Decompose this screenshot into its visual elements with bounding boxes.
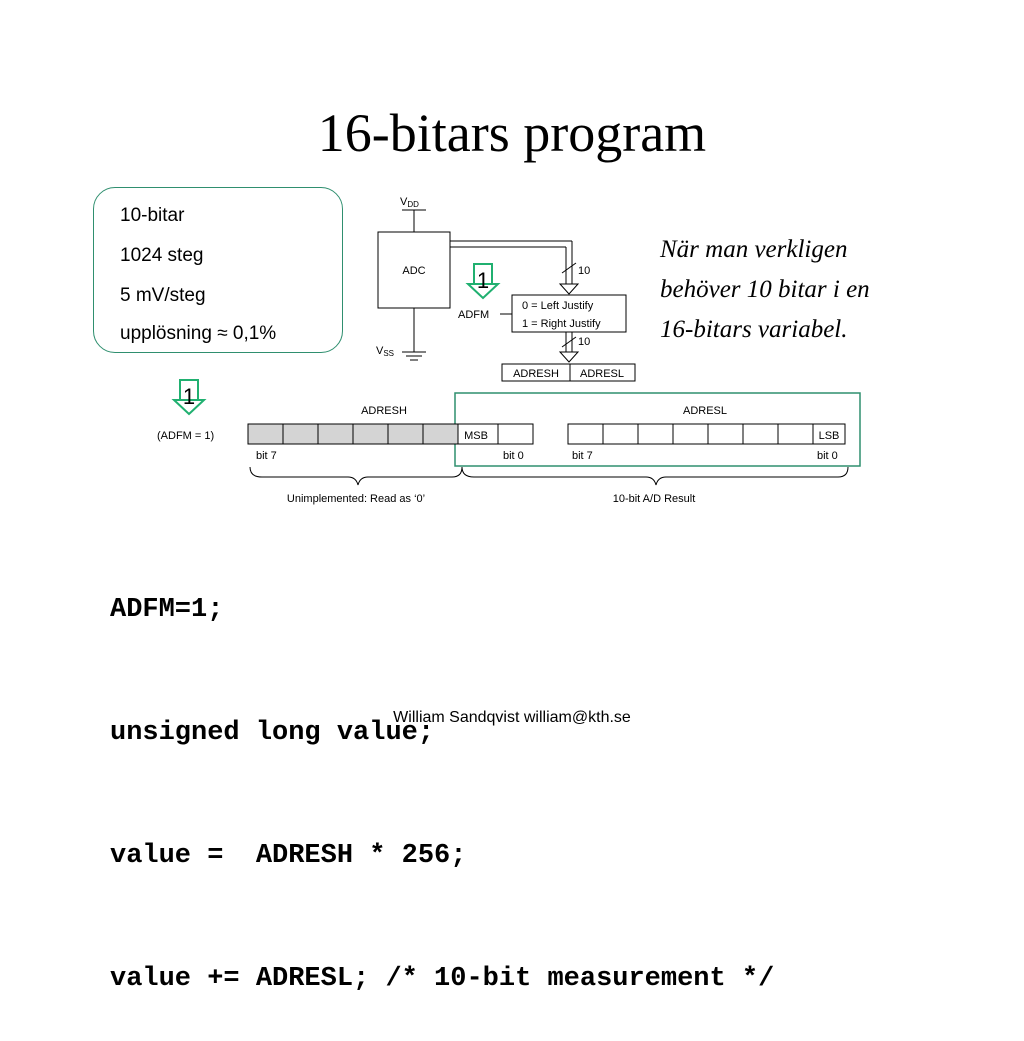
adc-diagram: VDD ADC VSS 10 0 = Left Justify 1 = Righ…	[157, 196, 861, 505]
code-block: ADFM=1; unsigned long value; value = ADR…	[110, 508, 774, 1041]
marker-bottom-number: 1	[183, 384, 195, 409]
lsb-label: LSB	[819, 430, 840, 442]
spec-resolution-percent: upplösning ≈ 0,1%	[120, 323, 277, 344]
vdd-label: VDD	[400, 196, 419, 209]
adresh-bits	[247, 423, 534, 445]
adresl-bit0-label: bit 0	[817, 450, 838, 462]
bus-width-1: 10	[578, 265, 590, 277]
footer-author: William Sandqvist william@kth.se	[393, 709, 631, 726]
adresl-register	[569, 363, 636, 382]
adfm-mode-label: (ADFM = 1)	[157, 430, 214, 442]
vss-label: VSS	[376, 345, 394, 358]
code-line: ADFM=1;	[110, 595, 224, 625]
unimplemented-label: Unimplemented: Read as ‘0’	[287, 493, 425, 505]
adresh-register-label: ADRESH	[513, 368, 559, 380]
code-line: value += ADRESL; /* 10-bit measurement *…	[110, 964, 775, 994]
adresh-bit7-label: bit 7	[256, 450, 277, 462]
note-text: När man verkligen behöver 10 bitar i en …	[660, 230, 870, 350]
spec-steps: 1024 steg	[120, 245, 204, 266]
adc-block	[377, 231, 451, 309]
marker-arrow-top: 1	[465, 263, 501, 300]
code-line: unsigned long value;	[110, 718, 435, 748]
adresh-bit0-label: bit 0	[503, 450, 524, 462]
result-label: 10-bit A/D Result	[613, 493, 696, 505]
note-line: behöver 10 bitar i en	[660, 276, 870, 303]
note-line: När man verkligen	[660, 236, 848, 263]
slide-title: 16-bitars program	[317, 103, 707, 163]
result-brace	[461, 466, 849, 486]
note-line: 16-bitars variabel.	[660, 316, 848, 343]
spec-resolution-bits: 10-bitar	[120, 205, 185, 226]
code-line: value = ADRESH * 256;	[110, 841, 467, 871]
right-justify-label: 1 = Right Justify	[522, 318, 601, 330]
marker-arrow-bottom: 1	[171, 379, 207, 416]
adfm-label: ADFM	[458, 309, 489, 321]
spec-step-size: 5 mV/steg	[120, 285, 206, 306]
msb-label: MSB	[464, 430, 488, 442]
adresl-bit7-label: bit 7	[572, 450, 593, 462]
marker-top-number: 1	[477, 268, 489, 293]
spec-box	[93, 187, 343, 353]
adresh-heading: ADRESH	[361, 405, 407, 417]
unimplemented-brace	[249, 466, 463, 486]
adresl-heading: ADRESL	[683, 405, 727, 417]
adresl-register-label: ADRESL	[580, 368, 624, 380]
bus-width-2: 10	[578, 336, 590, 348]
left-justify-label: 0 = Left Justify	[522, 300, 594, 312]
adresl-bits	[567, 423, 846, 445]
adc-label: ADC	[402, 265, 425, 277]
